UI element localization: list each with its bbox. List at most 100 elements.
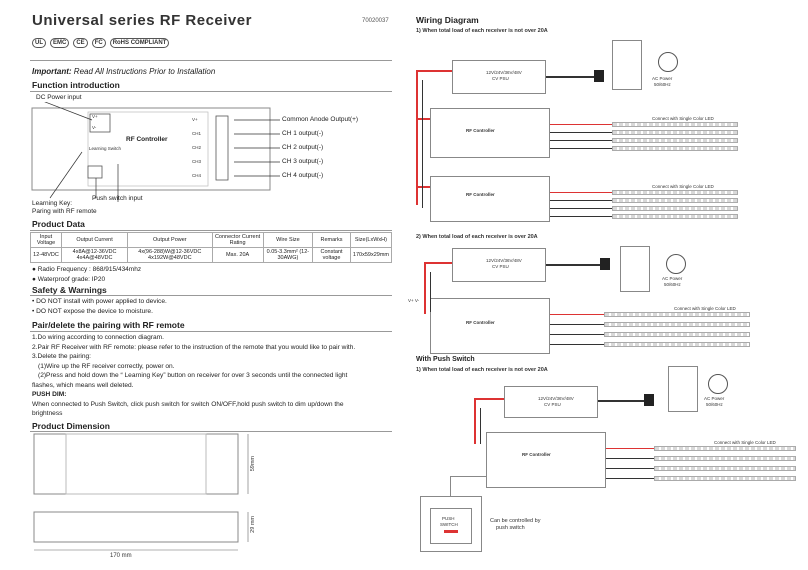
with-push-heading: With Push Switch xyxy=(416,356,475,363)
product-data-table: Input Voltage Output Current Output Powe… xyxy=(29,232,393,263)
callout-ch2: CH 2 output(-) xyxy=(282,144,324,151)
output-wire xyxy=(550,192,612,193)
output-wire xyxy=(550,344,604,345)
ac-power-label: AC Power xyxy=(704,396,725,401)
length-dimension: 170 mm xyxy=(110,553,132,559)
callout-common-anode: Common Anode Output(+) xyxy=(282,116,359,123)
push-dim-heading: PUSH DIM: xyxy=(32,391,67,398)
pair-instructions: 1.Do wiring according to connection diag… xyxy=(32,333,396,419)
pair-heading: Pair/delete the pairing with RF remote xyxy=(32,320,185,330)
table-cell: 0.05-3.3mm² (12-30AWG) xyxy=(262,247,314,263)
led-strip xyxy=(654,446,796,451)
ul-logo-icon: UL xyxy=(32,38,46,48)
switch-wire xyxy=(450,476,451,496)
pair-line: 3.Delete the pairing: xyxy=(32,353,92,360)
spec-bullet: ● Waterproof grade: IP20 xyxy=(32,276,106,283)
table-header: Input Voltage xyxy=(29,232,63,248)
table-header: Output Power xyxy=(127,232,213,248)
callout-ch1: CH 1 output(-) xyxy=(282,130,324,137)
v-plus-wire xyxy=(474,398,476,444)
v-plus-wire xyxy=(416,70,418,205)
led-strip xyxy=(612,214,738,219)
dimension-drawing xyxy=(33,433,249,551)
callout-ch3: CH 3 output(-) xyxy=(282,158,324,165)
ce-logo-icon: CE xyxy=(73,38,88,48)
led-strip xyxy=(612,198,738,203)
v-plus-wire xyxy=(416,186,430,188)
callout-ch4: CH 4 output(-) xyxy=(282,172,324,179)
psu-label: 12V/24V/36V/48V xyxy=(486,258,522,263)
psu-label: 12V/24V/36V/48V xyxy=(538,396,574,401)
divider xyxy=(30,91,392,92)
terminal-label: CH4 xyxy=(192,173,202,178)
emc-logo-icon: EMC xyxy=(50,38,70,48)
wiring-case-2: 2) When total load of each receiver is o… xyxy=(416,234,538,240)
ac-power-icon xyxy=(708,374,728,394)
ac-freq-label: 50/60Hz xyxy=(664,282,681,287)
learning-key-label: Learning Key: xyxy=(32,200,73,207)
led-strip xyxy=(604,322,750,327)
table-header: Wire Size xyxy=(262,232,314,248)
wall-outlet-icon xyxy=(668,366,698,412)
table-cell: 4x(96-288)W@12-36VDC 4x192W@48VDC xyxy=(127,247,213,263)
psu-box xyxy=(504,386,598,418)
output-wire xyxy=(550,200,612,201)
led-strip xyxy=(612,130,738,135)
rohs-logo-icon: RoHS COMPLIANT xyxy=(109,38,170,48)
important-lead: Important: xyxy=(32,67,72,76)
ac-wire xyxy=(598,400,648,402)
rf-controller-label: RF Controller xyxy=(126,136,168,143)
push-dim-text: When connected to Push Switch, click pus… xyxy=(32,400,344,408)
v-plus-wire xyxy=(416,70,452,72)
led-strip xyxy=(654,476,796,481)
terminal-label: V+ xyxy=(192,117,198,122)
divider xyxy=(30,230,392,231)
pair-line: 2.Pair RF Receiver with RF remote: pleas… xyxy=(32,343,356,351)
ac-wire xyxy=(546,76,598,78)
table-header: Output Current xyxy=(61,232,129,248)
led-strip xyxy=(654,466,796,471)
table-cell: 170x59x29mm xyxy=(349,247,393,263)
table-header-row: Input Voltage Output Current Output Powe… xyxy=(29,232,393,248)
table-cell: Max. 20A xyxy=(211,247,264,263)
terminal-label: CH1 xyxy=(192,131,202,136)
vpm-label: V+ V- xyxy=(408,298,420,303)
learning-switch-label: Learning Switch xyxy=(89,146,122,151)
output-wire xyxy=(550,132,612,133)
v-plus-wire xyxy=(416,118,430,120)
width-dimension: 59mm xyxy=(250,456,256,472)
table-header: Connector Current Rating xyxy=(211,232,264,248)
strip-label: Connect with Single Color LED xyxy=(652,184,714,189)
important-note: Important: Read All Instructions Prior t… xyxy=(32,67,215,76)
output-wire xyxy=(550,324,604,325)
terminal-label: CH2 xyxy=(192,145,202,150)
led-strip xyxy=(612,190,738,195)
terminal-vminus: V- xyxy=(92,125,97,130)
divider xyxy=(30,60,392,61)
v-minus-wire xyxy=(422,80,423,208)
switch-wire xyxy=(450,476,486,477)
output-wire xyxy=(550,334,604,335)
rf-controller-box xyxy=(486,432,606,488)
pair-line: 1.Do wiring according to connection diag… xyxy=(32,334,164,341)
ac-wire xyxy=(546,264,604,266)
ac-freq-label: 50/60Hz xyxy=(706,402,723,407)
function-intro-heading: Function introduction xyxy=(32,80,120,90)
wall-outlet-icon xyxy=(612,40,642,90)
strip-label: Connect with Single Color LED xyxy=(714,440,776,445)
rf-controller-label: RF Controller xyxy=(466,128,495,133)
push-switch-icon xyxy=(430,508,472,544)
psu-label: CV PSU xyxy=(492,264,509,269)
product-data-heading: Product Data xyxy=(32,219,85,229)
divider xyxy=(30,431,392,432)
output-wire xyxy=(606,458,654,459)
push-switch-input-label: Push switch input xyxy=(92,195,143,202)
v-plus-wire xyxy=(474,398,504,400)
wall-outlet-icon xyxy=(620,246,650,292)
v-plus-wire xyxy=(424,262,452,264)
push-switch-label: PUSH xyxy=(442,516,455,521)
led-strip xyxy=(604,342,750,347)
switch-button-icon xyxy=(444,530,458,533)
ac-freq-label: 50/60Hz xyxy=(654,82,671,87)
ac-power-label: AC Power xyxy=(662,276,683,281)
